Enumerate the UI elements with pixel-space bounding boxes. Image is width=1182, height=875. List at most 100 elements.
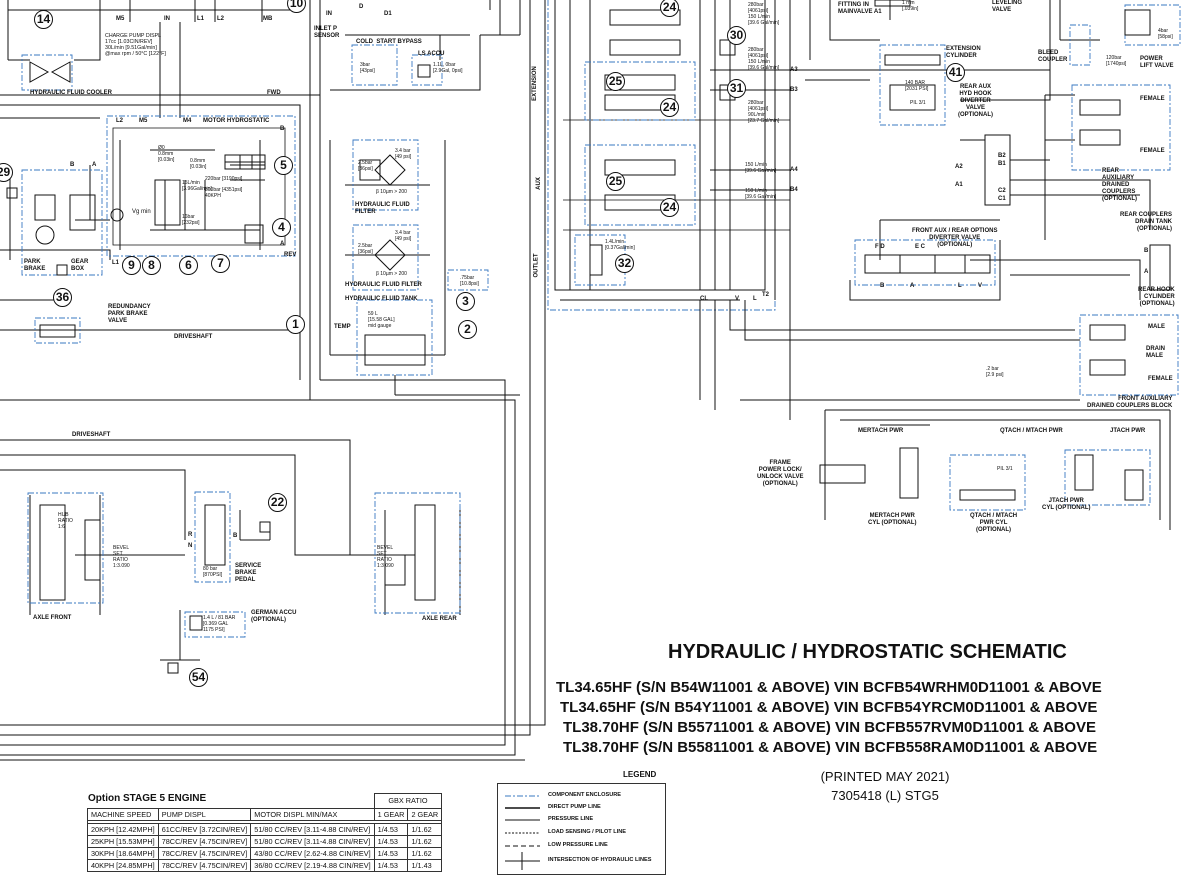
table-cell: 78CC/REV [4.75CIN/REV] [157,834,252,848]
label-in-top: IN [164,16,170,22]
table-cell: 1/1.62 [407,822,443,836]
legend-label: COMPONENT ENCLOSURE [548,792,622,798]
callout-31: 31 [727,79,746,98]
label-service-brake: SERVICE BRAKE PEDAL [235,563,262,583]
label-driveshaft-2: DRIVESHAFT [72,432,111,438]
label-redundancy: REDUNDANCY PARK BRAKE VALVE [108,304,151,324]
table-header-row: MACHINE SPEED PUMP DISPL MOTOR DISPL MIN… [87,807,443,821]
table-row: 20KPH [12.42MPH] 61CC/REV [3.72CIN/REV] … [87,822,443,836]
callout-7: 7 [211,254,230,273]
model-line-2: TL34.65HF (S/N B54Y11001 & ABOVE) VIN BC… [560,699,1098,716]
label-c2: C2 [998,188,1006,194]
label-v150b: 150 L/min [39.6 Gal/min] [745,188,777,200]
label-outlet: OUTLET [533,253,540,278]
label-plv-4bar: 4bar [58psi] [1158,28,1173,40]
doc-number: 7305418 (L) STG5 [831,788,939,803]
label-rear-hook: REAR HOOK CYLINDER (OPTIONAL) [1138,287,1175,307]
label-b2: B2 [998,153,1006,159]
label-axle-front: AXLE FRONT [33,615,72,621]
spec-table-title: Option STAGE 5 ENGINE [88,793,207,804]
callout-8: 8 [142,256,161,275]
spec-table: GBX RATIO MACHINE SPEED PUMP DISPL MOTOR… [86,793,443,872]
label-leveling: LEVELING VALVE [992,0,1023,13]
table-cell: 1/4.53 [373,858,409,872]
legend-label: INTERSECTION OF HYDRAULIC LINES [548,857,652,863]
table-cell: 43/80 CC/REV [2.62-4.88 CIN/REV] [250,846,375,860]
label-ec: E C [915,244,926,250]
table-cell: 1/4.53 [373,846,409,860]
callout-24b: 24 [660,98,679,117]
callout-1: 1 [286,315,305,334]
label-bleed: BLEED COUPLER [1038,50,1068,63]
legend-label: DIRECT PUMP LINE [548,804,601,810]
label-filter-val-c: 3.4 bar [49 psi] [395,230,412,242]
label-a3: A3 [790,67,798,73]
label-l1: L1 [112,260,120,266]
label-cold-val: 3bar [43psi] [360,62,375,74]
label-aux: AUX [535,177,542,190]
label-german-accu: GERMAN ACCU (OPTIONAL) [251,610,297,623]
callout-3: 3 [456,292,475,311]
callout-41: 41 [946,63,965,82]
label-a1: A1 [955,182,963,188]
label-d: D [359,4,364,10]
label-pil2: PIL 3/1 [997,466,1013,472]
label-filter-beta: β 10µm > 200 [376,189,407,195]
label-pil: PIL 3/1 [910,100,926,106]
label-ls-accu: LS ACCU [418,51,445,57]
label-drain-male: DRAIN MALE [1146,346,1165,359]
legend: COMPONENT ENCLOSURE DIRECT PUMP LINE PRE… [497,783,666,875]
table-row: 30KPH [18.64MPH] 78CC/REV [4.75CIN/REV] … [87,846,443,860]
label-flow-14: 1.4L/min [0.37Gal/min] [605,239,635,251]
label-relief-300: 300bar [4351psi] 40KPH [205,187,243,199]
label-v280a: 280bar [4061psi] 150 L/min [39.6 Gal/min… [748,2,780,26]
header-gear-2: 2 GEAR [407,807,443,821]
label-l1-top: L1 [197,16,205,22]
label-b3: B3 [790,87,798,93]
printed-date: (PRINTED MAY 2021) [820,769,950,784]
callout-2: 2 [458,320,477,339]
legend-label: LOW PRESSURE LINE [548,842,608,848]
label-extension: EXTENSION [531,66,538,101]
label-b29: B [70,162,75,168]
label-t2: T2 [762,292,770,298]
table-cell: 1/4.53 [373,822,409,836]
label-ext-cyl: EXTENSION CYLINDER [946,46,981,59]
label-p-16: 16bar [232psi] [182,214,200,226]
label-v150a: 150 L/min [39.6 Gal/min] [745,162,777,174]
label-v: V [735,296,740,302]
label-female2: FEMALE [1140,148,1165,154]
label-orifice-a: Ø0 0.8mm [0.03in] [158,145,175,163]
header-gear-1: 1 GEAR [373,807,409,821]
table-row: 25KPH [15.53MPH] 78CC/REV [4.75CIN/REV] … [87,834,443,848]
label-cl: CL [700,296,708,302]
callout-24c: 24 [660,198,679,217]
table-row: 40KPH [24.85MPH] 78CC/REV [4.75CIN/REV] … [87,858,443,872]
label-rev: REV [284,252,297,258]
callout-6: 6 [179,256,198,275]
label-l: L [753,296,757,302]
label-filter-2: HYDRAULIC FLUID FILTER [345,282,422,288]
legend-title: LEGEND [623,770,657,779]
label-inlet-p: INLET P SENSOR [314,26,340,39]
label-tank-75: .75bar [10.8psi] [460,275,479,287]
label-filter-1: HYDRAULIC FLUID FILTER [355,202,410,215]
legend-label: PRESSURE LINE [548,816,594,822]
label-m4: M4 [183,118,192,124]
label-mb: MB [263,16,273,22]
label-qtach-cyl: QTACH / MTACH PWR CYL (OPTIONAL) [970,513,1018,533]
label-a2: A2 [955,164,963,170]
table-cell: 61CC/REV [3.72CIN/REV] [157,822,252,836]
label-filter-val-a: 3.4 bar [49 psi] [395,148,412,160]
callout-36: 36 [53,288,72,307]
label-fd: F D [875,244,885,250]
label-axle-rear: AXLE REAR [422,616,457,622]
header-pump-displ: PUMP DISPL [157,807,252,821]
label-a-motor: A [280,241,285,247]
label-driveshaft-1: DRIVESHAFT [174,334,213,340]
label-tank-val: 59 L [15.58 GAL] mid gauge [368,311,395,329]
label-l-div: L [958,283,962,289]
label-park-brake: PARK BRAKE [24,259,46,272]
label-a-div: A [910,283,915,289]
label-v280b: 280bar [4061psi] 150 L/min [39.6 Gal/min… [748,47,780,71]
